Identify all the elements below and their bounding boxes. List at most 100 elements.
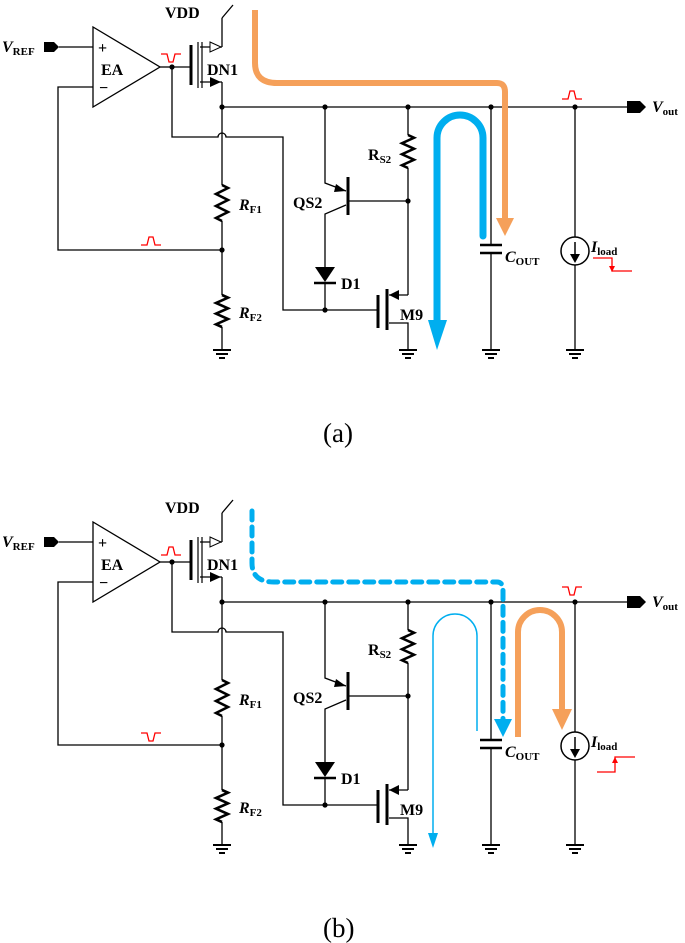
rs2-label-subscript: S2 [380,649,392,661]
emitter-arrow [334,679,346,687]
ground-bars [482,844,500,854]
d1-label: D1 [341,276,361,293]
vout-label-main: V [652,594,664,611]
ground-bars [213,349,231,359]
rf2-label: RF2 [238,800,262,819]
rf1-label-subscript: F1 [250,699,262,711]
orange-flow-arrowhead [552,709,572,730]
m9-label: M9 [400,802,423,819]
ground-bars [566,349,584,359]
orange-flow-path [515,607,565,737]
channel [197,537,203,583]
blue-flow-path [433,111,487,326]
rf1-label: RF1 [238,692,262,711]
cout-capacitor [480,738,502,750]
blue-thin-flow-path [432,613,478,835]
rf2-label-main: R [238,305,250,322]
drain-arrow-open [209,41,223,53]
qs2-label-main: QS2 [293,690,322,707]
dn1-transistor [172,536,223,602]
vref-terminal [44,42,59,52]
source-arrow [210,77,221,87]
circuit-panel-b: VDDDN1+−EAVREFRF1RF2VoutQS2D1RS2M9COUTIl… [2,499,678,943]
dn1-transistor [172,41,223,107]
vref-label: VREF [2,39,35,58]
vout-label-main: V [652,99,664,116]
vout-label-subscript: out [663,106,679,118]
junction-dot [219,599,225,605]
rf1-label-main: R [238,692,250,709]
rf1-label-subscript: F1 [250,204,262,216]
ground-bars [482,349,500,359]
vout-label: Vout [652,594,678,613]
vref-label-main: V [2,39,14,56]
ground-bars [213,844,231,854]
drain-arrow-open [209,536,223,548]
source-arrow [210,572,221,582]
cout-label-main: C [505,744,516,761]
orange-flow-path [252,10,508,220]
cout-label: COUT [505,744,540,763]
vdd-label-main: VDD [165,500,200,517]
gate-drive-wire [171,67,378,311]
dn1-label: DN1 [207,557,238,574]
cout-label-main: C [505,249,516,266]
emitter-arrow [334,184,346,192]
ea-minus-input-label: − [99,80,108,97]
vref-label-subscript: REF [13,46,35,58]
qs2-label-main: QS2 [293,195,322,212]
ea-plus-input-label-main: + [98,40,107,57]
d1-label-main: D1 [341,771,361,788]
ea-plus-input-label-main: + [98,535,107,552]
d1-label-main: D1 [341,276,361,293]
ea-minus-input-label-main: − [99,80,108,97]
vout-label: Vout [652,99,678,118]
rf1-resistor [213,183,231,223]
ea-label-main: EA [101,557,124,574]
ground-symbol [213,837,231,854]
cout-capacitor [480,243,502,255]
blue-dashed-flow-path [249,508,506,723]
junction-dot [219,742,225,748]
rs2-label-main: R [368,642,380,659]
ea-label: EA [101,62,124,79]
vdd-supply-slash [221,4,234,19]
qs2-label: QS2 [293,690,322,707]
current-flows-b [249,508,572,848]
dn1-label-main: DN1 [207,62,238,79]
ground-symbol [482,837,500,854]
iload-label: Iload [590,734,617,753]
iload-label: Iload [590,239,617,258]
panel-caption: (b) [323,913,354,943]
vref-label: VREF [2,534,35,553]
iload-step-arrow [612,757,618,763]
rf2-resistor [212,788,232,824]
vdd-label-main: VDD [165,5,200,22]
d1-diode-triangle [315,267,335,282]
rs2-label: RS2 [368,147,392,166]
dn1-label: DN1 [207,62,238,79]
ea-minus-input-label: − [99,575,108,592]
ea-output-pulse [161,53,181,63]
iload-arrow-head [570,749,580,758]
rf2-label-subscript: F2 [250,312,263,324]
ground-symbol [566,837,584,854]
vout-label-subscript: out [663,601,679,613]
cout-label-subscript: OUT [516,751,541,763]
rs2-resistor [398,133,418,170]
qs2-bjt [324,107,408,267]
vref-label-main: V [2,534,14,551]
rf2-label-subscript: F2 [250,807,263,819]
ea-plus-input-label: + [98,535,107,552]
rs2-label: RS2 [368,642,392,661]
junction-dot [219,247,225,253]
qs2-bjt [324,602,408,762]
cout-label-subscript: OUT [516,256,541,268]
junction-dot [219,104,225,110]
vref-label-subscript: REF [13,541,35,553]
source-arrow [389,290,399,300]
ea-minus-input-label-main: − [99,575,108,592]
error-amplifier: + −EA [92,520,162,604]
circuit-panel-a: VDDDN1+−EAVREFRF1RF2VoutQS2D1RS2M9COUTIl… [2,4,678,448]
rf2-label-main: R [238,800,250,817]
